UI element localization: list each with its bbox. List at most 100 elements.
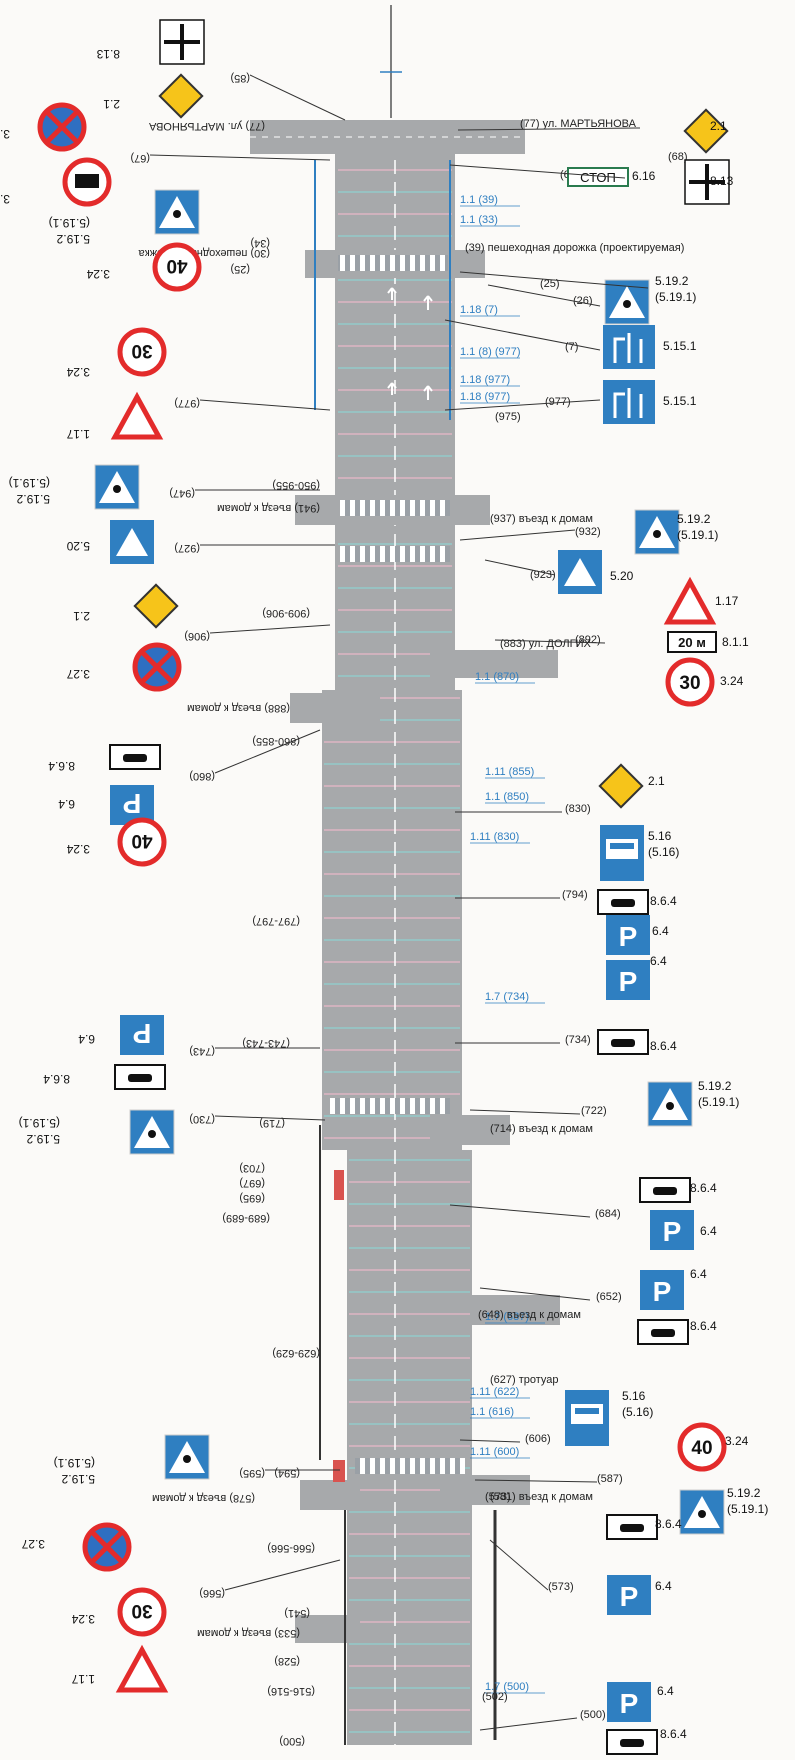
road-sign-truck: 3.4: [0, 157, 112, 207]
sign-code-sub: (5.16): [622, 1405, 653, 1419]
right-callout: (25): [540, 278, 560, 290]
road-sign-speed: 303.24: [71, 1587, 167, 1637]
left-callout: (927): [174, 542, 200, 554]
callout-leader-line: [249, 74, 346, 121]
road-sign-crossing: 5.19.2(5.19.1): [19, 1109, 175, 1155]
sign-code-sub: (5.19.1): [19, 1116, 60, 1130]
road-sign-speed: 403.24: [66, 817, 167, 867]
road-sign-priority: 2.1: [598, 763, 665, 809]
road-sign-car-plate: 8.6.4: [639, 1177, 717, 1203]
stop-text: СТОП: [580, 170, 616, 185]
road-sign-warn-bump: 1.17: [66, 391, 164, 441]
speed-limit-value: 40: [691, 1438, 712, 1459]
sign-code: 5.16: [648, 829, 672, 843]
right-callout: (652): [596, 1291, 622, 1303]
sign-code: 6.4: [700, 1224, 717, 1238]
sign-code: 2.1: [103, 97, 120, 111]
sign-code-sub: (5.19.1): [698, 1095, 739, 1109]
sign-code: 8.1.1: [722, 635, 749, 649]
marking-label: 1.1 (33): [460, 214, 498, 226]
parking-letter: P: [620, 1581, 639, 1612]
road-sign-bus: 5.16 (5.16): [565, 1389, 653, 1446]
sign-code: 3.24: [71, 1612, 95, 1626]
sign-code: 8.6.4: [690, 1181, 717, 1195]
entrance-533: [295, 1615, 360, 1643]
callout-leader-line: [494, 639, 606, 644]
parking-letter: P: [123, 788, 142, 819]
right-callout: (722): [581, 1105, 607, 1117]
road-sign-crossing: 5.19.2(5.19.1): [604, 274, 696, 325]
road-sign-car-plate: 8.6.4: [637, 1319, 717, 1345]
road-sign-car-plate: 8.6.4: [597, 889, 677, 915]
sign-code: 3.27: [66, 667, 90, 681]
left-callout: (703): [239, 1162, 265, 1174]
sign-code: 5.15.1: [663, 394, 697, 408]
left-callout: (906): [184, 630, 210, 642]
callout-leader-line: [469, 1109, 581, 1115]
road-sign-speed: 403.24: [86, 242, 202, 292]
road-sign-crossing: 5.19.2(5.19.1): [54, 1434, 210, 1486]
sign-code: 5.19.2: [16, 492, 50, 506]
speed-limit-value: 40: [131, 830, 152, 851]
right-callout: (648) въезд к домам: [478, 1309, 581, 1321]
sign-code: 6.4: [652, 924, 669, 938]
sign-code: 5.19.2: [698, 1079, 732, 1093]
zebra-crossing: [355, 1458, 465, 1474]
sign-code: 5.16: [622, 1389, 646, 1403]
right-callout: (684): [595, 1208, 621, 1220]
left-callout: (860): [189, 770, 215, 782]
sign-code: 2.1: [73, 609, 90, 623]
road-sign-priority: 2.1: [73, 583, 179, 629]
callout-leader-line: [459, 1439, 521, 1443]
callout-leader-line: [457, 127, 641, 131]
road-sign-warn-bump: 1.17: [71, 1644, 169, 1693]
right-callout: (627) тротуар: [490, 1374, 559, 1386]
left-callout: (578) въезд к домам: [152, 1492, 255, 1504]
left-callout: (697): [239, 1177, 265, 1189]
main-road: [322, 150, 472, 1745]
sign-code: 6.4: [657, 1684, 674, 1698]
sign-code-sub: (5.19.1): [54, 1456, 95, 1470]
left-callout: (977): [174, 397, 200, 409]
parking-letter: P: [619, 966, 638, 997]
right-callout: (500): [580, 1709, 606, 1721]
sign-code-sub: (5.19.1): [677, 528, 718, 542]
street-dolgikh: [430, 650, 558, 678]
zebra-crossing: [340, 546, 450, 562]
left-callout: (533) въезд к домам: [197, 1627, 300, 1639]
parking-letter: P: [653, 1276, 672, 1307]
sign-code: 3.24: [66, 365, 90, 379]
left-callout: (941) въезд к домам: [217, 502, 320, 514]
zebra-crossing: [330, 1098, 450, 1114]
marking-label: 1.11 (830): [470, 831, 519, 843]
marking-label: 1.1 (616): [470, 1406, 514, 1418]
marking-label: 1.11 (622): [470, 1386, 519, 1398]
marking-label: 1.7 (637): [485, 1311, 529, 1323]
sign-code: 5.19.2: [56, 232, 90, 246]
marking-label: 1.11 (855): [485, 766, 534, 778]
road-sign-crossing: 5.19.2(5.19.1): [634, 509, 718, 555]
road-sign-no-stop: 3.27: [66, 642, 182, 692]
left-callout: (85): [230, 72, 250, 84]
right-callout: (502): [482, 1691, 508, 1703]
sign-code: 1.17: [71, 1672, 95, 1686]
entrance-578: [300, 1480, 360, 1510]
sign-code: 6.4: [650, 954, 667, 968]
sign-code: 5.15.1: [663, 339, 697, 353]
plate-text: 20 м: [678, 635, 706, 650]
entrance-888: [290, 693, 380, 723]
road-sign-crossing: 5.19.2(5.19.1): [9, 464, 140, 510]
sign-code: 1.17: [715, 594, 739, 608]
sign-code: 3.24: [86, 267, 110, 281]
left-callout: (541): [284, 1607, 310, 1619]
road-sign-car-plate: 8.6.4: [606, 1514, 682, 1540]
road-sign-no-stop: 3.27: [0, 102, 87, 152]
sign-code-sub: (5.19.1): [49, 216, 90, 230]
sign-code: 8.13: [96, 47, 120, 61]
road-sign-warn-bump: 1.17: [663, 576, 739, 625]
callout-leader-line: [484, 559, 556, 576]
right-callout: (977): [545, 396, 571, 408]
